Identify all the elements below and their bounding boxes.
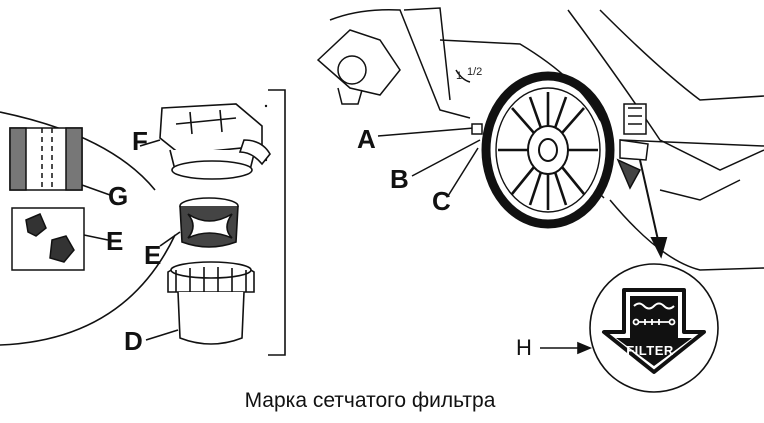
tiny-mark-1: 1 [456,70,463,82]
stray-dots [264,104,268,162]
filter-nut-d [145,261,255,345]
machine-body [316,7,764,271]
leader-lines [377,123,483,197]
filter-head-f [139,103,271,180]
mesh-cartridge-e [159,197,239,248]
figure-caption: Марка сетчатого фильтра [244,389,496,412]
label-g: G [108,181,129,211]
mesh-inset-e [11,207,109,271]
label-b: B [390,164,409,194]
label-e-part: E [144,240,162,270]
arrow-down-icon [639,159,668,259]
label-c: C [432,186,451,216]
label-a: A [357,124,376,154]
mounted-filter [616,103,649,190]
label-e-inset: E [106,226,124,256]
filter-arrow-icon [602,288,706,374]
filter-mark-text: FILTER [626,343,674,358]
arrow-right-icon [540,341,593,355]
tiny-mark-half: 1/2 [467,66,483,78]
hose-inset-g [9,127,111,196]
label-d: D [124,326,143,356]
wheel [481,71,615,229]
label-h: H [516,335,532,360]
section-bracket [268,89,286,356]
magnifier-outline [0,111,176,346]
label-f: F [132,126,148,156]
